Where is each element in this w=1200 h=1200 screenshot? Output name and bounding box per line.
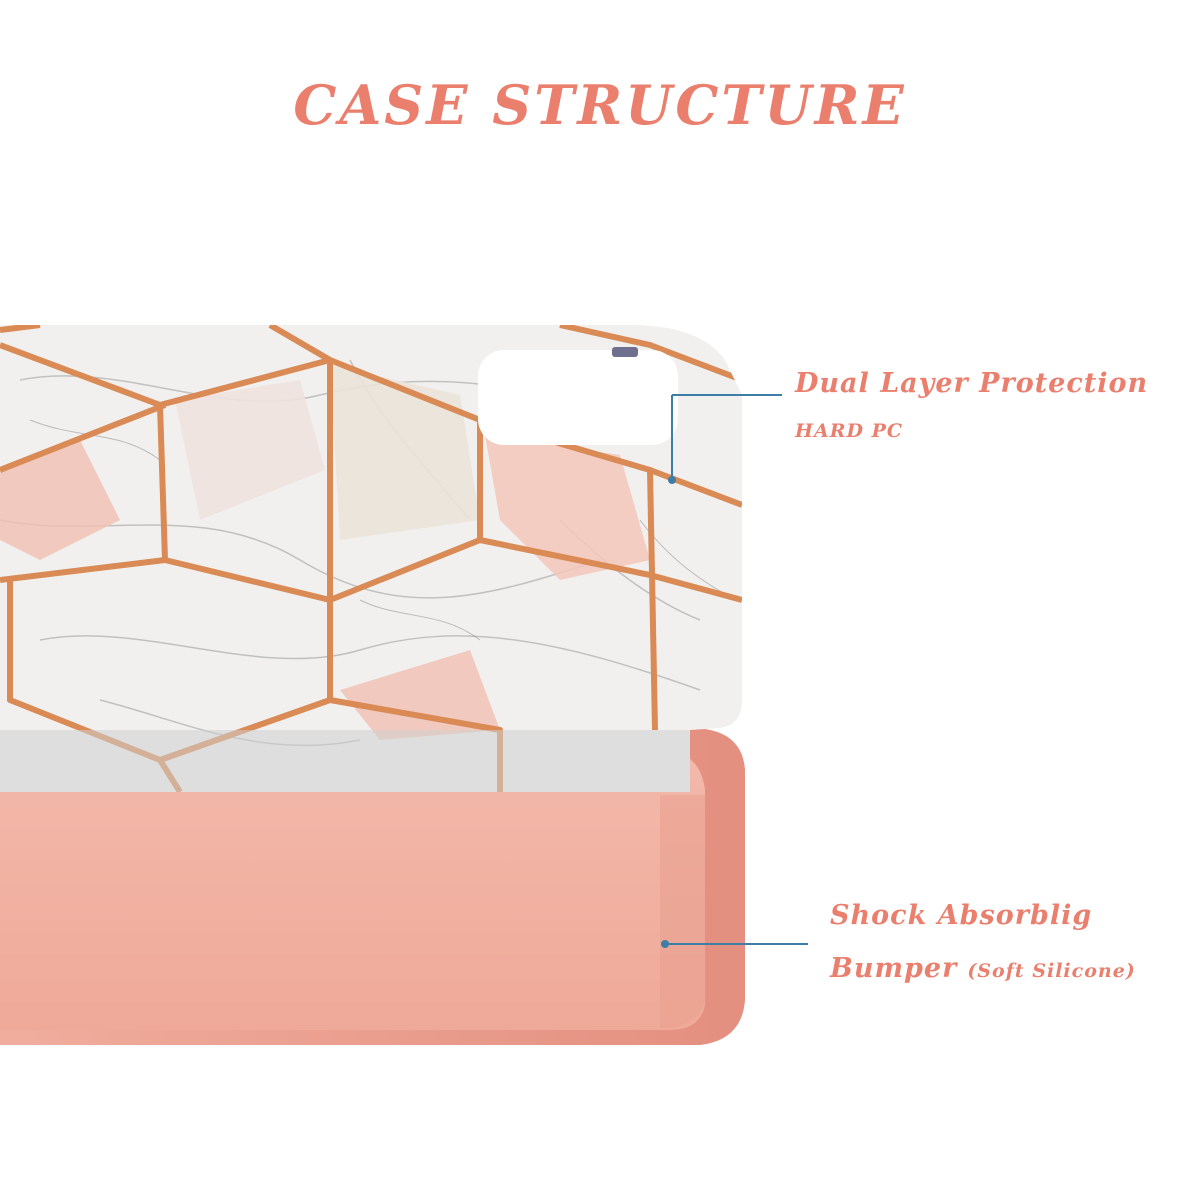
silicone-bumper xyxy=(0,728,745,1045)
dual-layer-label: Dual Layer Protection xyxy=(795,368,1149,399)
bumper-label-note: (Soft Silicone) xyxy=(967,960,1136,982)
bumper-label: Bumper (Soft Silicone) xyxy=(830,955,1136,982)
callout-bumper xyxy=(661,940,808,948)
bumper-label-main: Bumper xyxy=(830,953,958,984)
hard-pc-label: HARD PC xyxy=(795,420,903,442)
page-title: CASE STRUCTURE xyxy=(293,73,907,137)
shock-absorbing-label: Shock Absorblig xyxy=(830,900,1093,931)
callout-hard-pc xyxy=(668,394,782,484)
hard-pc-shell xyxy=(0,325,742,792)
